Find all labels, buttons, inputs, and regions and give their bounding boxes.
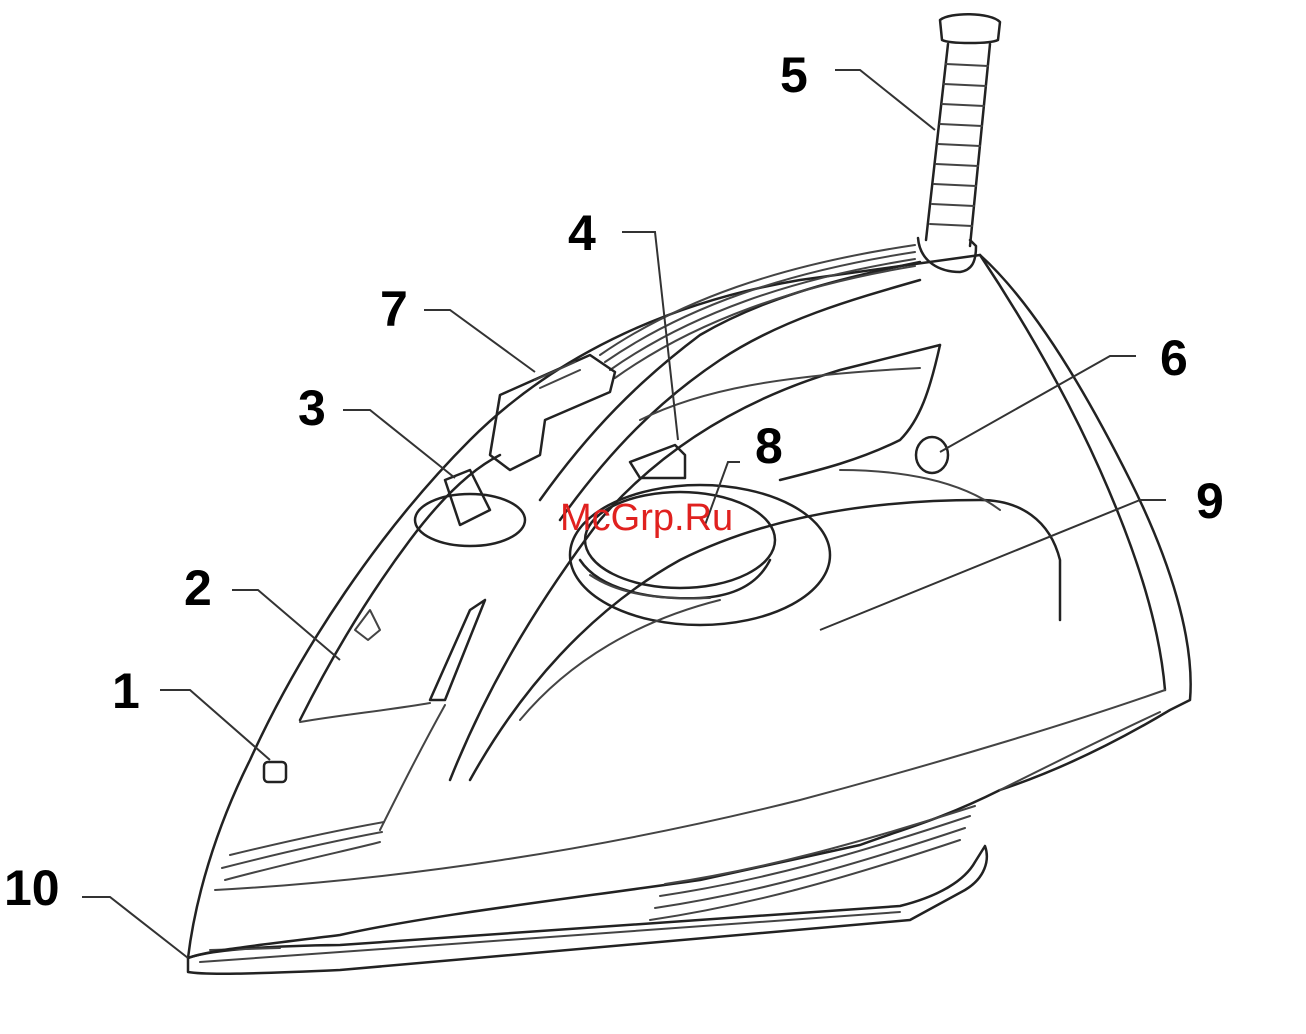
leader-7 <box>424 310 535 372</box>
callout-7: 7 <box>380 281 408 337</box>
callout-10: 10 <box>4 860 60 916</box>
callout-9: 9 <box>1196 473 1224 529</box>
callout-2: 2 <box>184 560 212 616</box>
callout-1: 1 <box>112 663 140 719</box>
soleplate <box>188 846 987 974</box>
power-cord <box>918 14 1000 272</box>
leader-10 <box>82 897 188 958</box>
leader-9 <box>820 500 1166 630</box>
callout-5: 5 <box>780 47 808 103</box>
leader-5 <box>835 70 935 130</box>
callout-8: 8 <box>755 418 783 474</box>
callout-4: 4 <box>568 205 596 261</box>
burst-button <box>490 355 615 470</box>
leader-6 <box>940 356 1136 452</box>
front-panel <box>300 455 500 830</box>
watermark-text: McGrp.Ru <box>560 497 733 539</box>
callout-3: 3 <box>298 380 326 436</box>
water-tank <box>470 470 1060 780</box>
iron-illustration <box>188 14 1191 974</box>
spray-nozzle <box>264 762 286 782</box>
iron-body <box>188 255 1191 958</box>
callout-labels: 1 2 3 4 5 6 7 8 9 10 <box>4 47 1224 916</box>
callout-6: 6 <box>1160 330 1188 386</box>
leader-3 <box>343 410 455 478</box>
thermostat-light <box>916 437 948 473</box>
